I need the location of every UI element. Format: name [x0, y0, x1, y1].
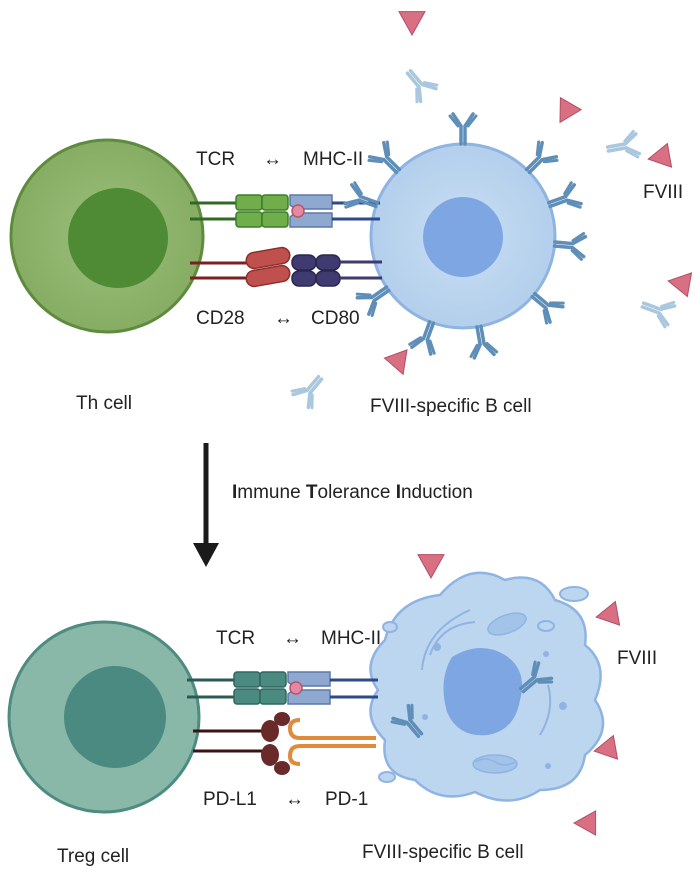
fviii-triangle-icon [647, 142, 673, 168]
pdl1-pd1-complex [193, 712, 376, 775]
label-arrow-top-1: ↔ [263, 149, 282, 170]
antibody-icon [552, 232, 588, 261]
label-b-cell-top: FVIII-specific B cell [370, 396, 532, 417]
fviii-triangle-icon [383, 349, 408, 376]
antibody-icon [408, 320, 436, 356]
antibody-icon [290, 374, 324, 410]
tolerance-arrow [193, 443, 219, 567]
fviii-triangle-icon [667, 272, 693, 298]
label-fviii-bottom: FVIII [617, 648, 657, 669]
antibody-icon [355, 285, 391, 317]
label-cd28: CD28 [196, 308, 245, 329]
label-b-cell-bottom: FVIII-specific B cell [362, 842, 524, 863]
caption-part: I [232, 482, 237, 503]
fviii-triangle-icon [398, 11, 426, 37]
caption-part: nduction [401, 482, 473, 503]
antibody-icon [518, 660, 554, 694]
label-cd80: CD80 [311, 308, 360, 329]
antibody-icon [524, 140, 559, 175]
label-pdl1: PD-L1 [203, 789, 257, 810]
top-panel: TCR ↔ MHC-II CD28 ↔ CD80 FVIII Th cell F… [9, 11, 693, 417]
fviii-triangle-icon [572, 810, 597, 836]
b-cell-top [369, 142, 557, 330]
antibody-icon [530, 291, 565, 325]
antibody-icon [640, 300, 677, 329]
caption-part: T [306, 482, 318, 503]
label-pd1: PD-1 [325, 789, 368, 810]
b-cell-antibodies-top [343, 112, 588, 360]
treg-cell [7, 620, 201, 814]
tcr-mhc-complex-bottom [187, 671, 378, 705]
antibody-icon [547, 181, 583, 209]
fviii-antigens-top [383, 11, 693, 376]
label-fviii-top: FVIII [643, 182, 683, 203]
fviii-triangle-icon [595, 600, 621, 626]
fviii-triangle-icon [559, 96, 583, 124]
tcr-mhc-complex-top [190, 194, 380, 228]
antibody-icon [390, 703, 424, 739]
caption-part: I [396, 482, 401, 503]
antibody-icon [405, 68, 439, 104]
antibody-icon [448, 112, 478, 146]
label-arrow-bottom-1: ↔ [283, 628, 302, 649]
cd28-cd80-complex-top [190, 246, 382, 288]
label-treg-cell: Treg cell [57, 846, 129, 867]
bottom-panel: TCR ↔ MHC-II PD-L1 ↔ PD-1 FVIII Treg cel… [7, 554, 657, 867]
fviii-antigens-bottom [417, 554, 621, 836]
fviii-triangle-icon [593, 734, 619, 760]
antibody-icon [367, 140, 402, 175]
b-cell-antibodies-bottom [390, 660, 554, 739]
fviii-triangle-icon [417, 554, 445, 580]
caption-part: olerance [318, 482, 396, 503]
label-arrow-bottom-2: ↔ [285, 789, 304, 810]
label-tcr-top: TCR [196, 149, 235, 170]
label-mhc-bottom: MHC-II [321, 628, 381, 649]
immune-tolerance-induction-caption: Immune Tolerance Induction [232, 482, 473, 503]
label-th-cell: Th cell [76, 393, 132, 414]
th-cell [9, 138, 205, 334]
antibody-icon [343, 181, 379, 209]
free-antibodies [290, 68, 677, 410]
label-mhc-top: MHC-II [303, 149, 363, 170]
antibody-icon [605, 129, 642, 159]
caption-part: mmune [237, 482, 306, 503]
label-tcr-bottom: TCR [216, 628, 255, 649]
label-arrow-top-2: ↔ [274, 308, 293, 329]
b-cell-bottom [369, 571, 605, 802]
antibody-icon [469, 324, 499, 360]
